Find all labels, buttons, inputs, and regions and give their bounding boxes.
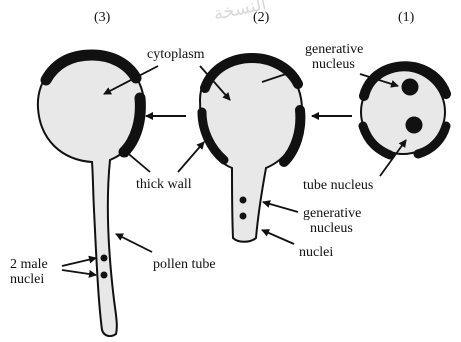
label-nuclei: nuclei: [299, 245, 333, 260]
label-thick-wall: thick wall: [136, 177, 192, 192]
pointer-thick-wall-grain3: [124, 150, 150, 172]
pointer-nuclei: [262, 230, 294, 244]
grain-3-body: [38, 54, 144, 336]
male-nucleus-1: [101, 255, 108, 262]
label-tube-nucleus: tube nucleus: [303, 178, 373, 193]
label-generative-nucleus-mid-1: generative: [303, 206, 361, 221]
pollen-grain-stage-2: [200, 58, 302, 242]
label-generative-nucleus-top-1: generative: [305, 42, 363, 57]
label-generative-nucleus-top-2: nucleus: [312, 57, 355, 72]
generative-nucleus-dot: [402, 79, 419, 96]
pointer-male-nucleus-1: [62, 258, 96, 266]
label-two-male-nuclei-1: 2 male: [10, 257, 48, 272]
label-generative-nucleus-mid-2: nucleus: [310, 221, 353, 236]
stage-3-label: (3): [94, 10, 111, 25]
stage-2-label: (2): [253, 10, 270, 25]
label-cytoplasm: cytoplasm: [147, 47, 205, 62]
label-pollen-tube: pollen tube: [153, 257, 216, 272]
pointer-thick-wall-grain2: [178, 142, 204, 172]
stage-1-label: (1): [398, 10, 415, 25]
pollen-grain-stage-3: [38, 54, 144, 336]
pointer-male-nucleus-2: [62, 270, 96, 275]
label-two-male-nuclei-2: nuclei: [10, 272, 44, 287]
pointer-pollen-tube: [116, 234, 152, 252]
grain-2-nucleus-2: [240, 213, 247, 220]
tube-nucleus-dot: [406, 117, 423, 134]
pointer-generative-nucleus-mid: [263, 202, 298, 212]
grain-2-nucleus-1: [240, 197, 247, 204]
pollen-grain-stage-1: [361, 66, 446, 155]
male-nucleus-2: [101, 272, 108, 279]
